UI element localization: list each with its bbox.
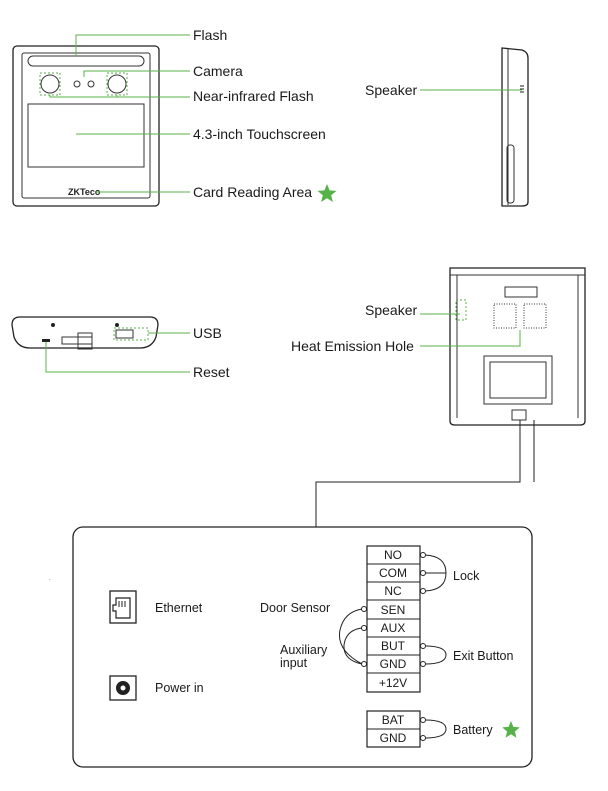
side-speaker-grille <box>520 85 524 93</box>
label-usb: USB <box>193 325 222 341</box>
terminal-but: BUT <box>381 639 406 653</box>
front-view-device: ZKTeco <box>12 45 160 207</box>
side-view-device <box>501 47 529 207</box>
nir-flash-right <box>107 74 127 94</box>
terminal-com: COM <box>379 566 407 580</box>
terminal-sen: SEN <box>381 603 406 617</box>
label-back-speaker: Speaker <box>365 302 417 318</box>
battery-star-icon <box>502 721 520 738</box>
door-sensor-wiring <box>338 606 367 667</box>
label-nir-flash: Near-infrared Flash <box>193 88 314 104</box>
battery-wiring <box>420 717 447 741</box>
touchscreen <box>27 103 145 168</box>
terminal-nc: NC <box>384 584 402 598</box>
camera-lens-right <box>87 80 95 88</box>
svg-text:.: . <box>49 576 51 582</box>
label-camera: Camera <box>193 63 243 79</box>
star-icon <box>317 184 337 202</box>
label-ethernet: Ethernet <box>155 601 203 615</box>
terminal-block-battery: BAT GND <box>366 710 421 748</box>
lock-wiring <box>420 552 447 594</box>
ethernet-icon <box>109 590 137 624</box>
nir-flash-left <box>40 74 60 94</box>
label-card-reading-area: Card Reading Area <box>193 184 312 200</box>
camera-lens-left <box>73 80 81 88</box>
terminal-bat-gnd: GND <box>380 731 407 745</box>
label-auxiliary-line2: input <box>280 656 308 670</box>
label-exit-button: Exit Button <box>453 649 513 663</box>
label-side-speaker: Speaker <box>365 82 417 98</box>
connection-cable <box>315 420 521 527</box>
front-logo: ZKTeco <box>68 187 101 197</box>
label-flash: Flash <box>193 27 227 43</box>
exit-button-wiring <box>420 643 447 667</box>
label-door-sensor: Door Sensor <box>260 601 330 615</box>
heat-emission-grille-left <box>493 303 517 329</box>
label-lock: Lock <box>453 569 480 583</box>
terminal-aux: AUX <box>381 621 406 635</box>
heat-emission-grille-right <box>523 303 547 329</box>
label-heat-emission-hole: Heat Emission Hole <box>291 338 414 354</box>
terminal-bat: BAT <box>382 713 405 727</box>
terminal-no: NO <box>384 548 402 562</box>
reset-button <box>42 339 50 342</box>
label-reset: Reset <box>193 364 230 380</box>
label-touchscreen: 4.3-inch Touchscreen <box>193 126 326 142</box>
label-power-in: Power in <box>155 681 204 695</box>
label-auxiliary-line1: Auxiliary <box>280 643 328 657</box>
terminal-block-main: NO COM NC SEN AUX BUT GND +12V <box>366 545 421 693</box>
usb-port <box>115 329 134 339</box>
label-battery: Battery <box>453 723 493 737</box>
power-in-icon <box>109 675 137 701</box>
bottom-view-device <box>11 316 159 350</box>
terminal-gnd: GND <box>380 657 407 671</box>
terminal-12v: +12V <box>379 676 407 690</box>
flash-bar <box>27 55 145 67</box>
